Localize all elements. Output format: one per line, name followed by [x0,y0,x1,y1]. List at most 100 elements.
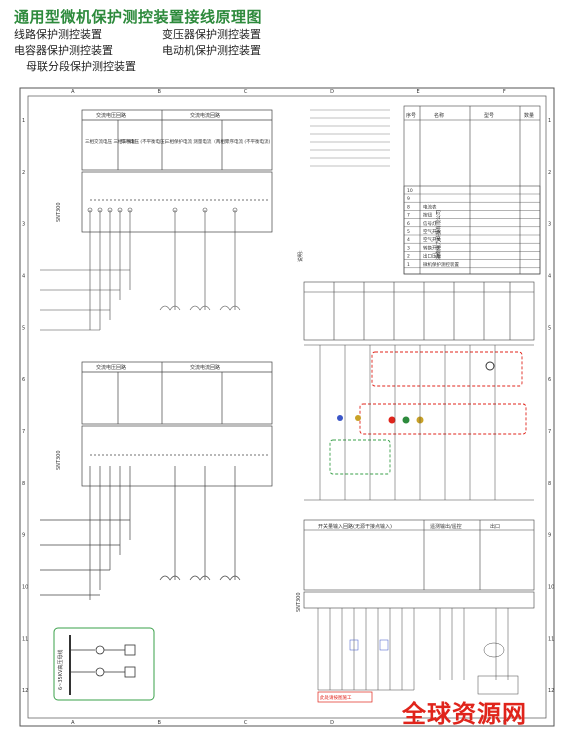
io-header-telemetry: 遥测输出/遥控 [430,523,462,530]
control-panel [303,281,535,501]
watermark: 全球资源网 [402,700,527,728]
grid-row-label: 10 [22,584,28,590]
legend-cell: 信号灯 [423,220,437,227]
subtitle-transformer-protection: 变压器保护测控装置 [162,28,261,41]
cell-3ph-current: 三相保护电流 测量电流（两相） [165,138,229,145]
io-header-inputs: 开关量输入回路(无源干接点输入) [318,523,392,530]
grid-row-label: 7 [548,429,551,435]
box1-header-voltage: 交流电压回路 [96,112,126,119]
frame-inner [27,95,547,719]
box2-header-current: 交流电流回路 [190,364,220,371]
grid-row-label: 9 [22,533,25,539]
bus-label: 6~35KV高压母线 [57,650,64,690]
green-lamp [402,416,410,424]
grid-row-label: 6 [22,377,25,383]
io-header-outputs: 出口 [490,523,500,530]
red-note: 此处请按图施工 [320,694,352,701]
legend-cell: 7 [407,213,410,219]
legend-cell: 3 [407,245,410,251]
grid-row-label: 4 [22,273,25,279]
grid-row-label: 9 [548,533,551,539]
subtitle-capacitor-protection: 电容器保护测控装置 [14,44,113,57]
grid-col-label: E [417,89,420,95]
grid-col-label: B [158,89,162,95]
box2-header-voltage: 交流电压回路 [96,364,126,371]
indicator-lamps [337,361,495,424]
subtitle-motor-protection: 电动机保护测控装置 [162,44,261,57]
legend-col-header: 数量 [524,112,534,119]
box1-header-current: 交流电流回路 [190,112,220,119]
grid-row-label: 7 [22,429,25,435]
page-title: 通用型微机保护测控装置接线原理图 [14,8,263,26]
grid-row-label: 3 [22,222,25,228]
section-middle-left [40,361,273,600]
grid-col-label: C [244,720,248,726]
legend-col-header: 序号 [406,112,416,119]
io-section [303,519,535,609]
legend-cell: 8 [407,204,410,210]
grid-row-label: 5 [548,325,551,331]
legend-cell: 空气开关 [423,236,441,243]
grid-row-label: 2 [22,170,25,176]
grid-row-label: 8 [22,481,25,487]
red-box-middle [359,403,527,435]
bus-diagram [69,635,136,695]
legend-cell: 1 [407,262,410,268]
grid-row-label: 1 [548,118,551,124]
grid-col-label: A [71,89,75,95]
legend-cell: 5 [407,229,410,235]
control-vertical-wires [319,345,496,500]
legend-cell: 4 [407,237,410,243]
red-note-box [317,691,373,703]
device-label-middle: SNT300 [56,450,62,470]
grid-row-label: 1 [22,118,25,124]
green-box-middle [329,439,391,475]
legend-cell: 微机保护测控装置 [423,261,459,268]
legend-cell: 10 [407,188,413,194]
bus-diagram-box [53,627,155,701]
section-upper-left [81,109,273,233]
grid-row-label: 8 [548,481,551,487]
notes-area [310,109,390,167]
subtitle-line-protection: 线路保护测控装置 [14,28,102,41]
frame-outer [19,87,555,727]
legend-col-header: 型号 [484,112,494,119]
legend-cell: 电流表 [423,203,437,210]
red-box-top [371,351,523,387]
legend-cell: 空气开关 [423,228,441,235]
ammeter-symbol [485,361,495,371]
grid-col-label: B [158,720,162,726]
terminal-strip-upper [40,207,241,331]
grid-row-label: 11 [22,636,28,642]
cell-zero-current: 零序电流 (不平衡电流) [225,138,271,145]
legend-cell: 转换开关 [423,244,441,251]
legend-cell: 按钮 [423,212,432,219]
company-name: 湖南电力科技有限公司 [435,210,442,260]
grid-col-label: E [417,720,420,726]
grid-col-label: D [330,720,334,726]
grid-col-label: C [244,89,248,95]
notes-title: 说明: [297,250,304,262]
cell-3ph-voltage: 三相交流电压 三相三线制 [85,138,136,145]
legend-cell: 出口压板 [423,253,441,260]
io-terminals [317,608,519,695]
legend-col-header: 名称 [434,112,444,119]
cell-zero-voltage: 零序电压 (不平衡电压) [121,138,167,145]
legend-cell: 2 [407,254,410,260]
device-label-upper: SNT300 [56,202,62,222]
legend-table [403,105,541,275]
red-lamp [388,416,396,424]
grid-row-label: 5 [22,325,25,331]
grid-row-label: 4 [548,273,551,279]
subtitle-bus-tie-protection: 母联分段保护测控装置 [26,60,136,73]
grid-row-label: 11 [548,636,554,642]
grid-col-label: F [503,720,506,726]
grid-row-label: 2 [548,170,551,176]
grid-col-label: A [71,720,75,726]
grid-row-label: 10 [548,584,554,590]
grid-row-label: 12 [548,688,554,694]
grid-row-label: 12 [22,688,28,694]
